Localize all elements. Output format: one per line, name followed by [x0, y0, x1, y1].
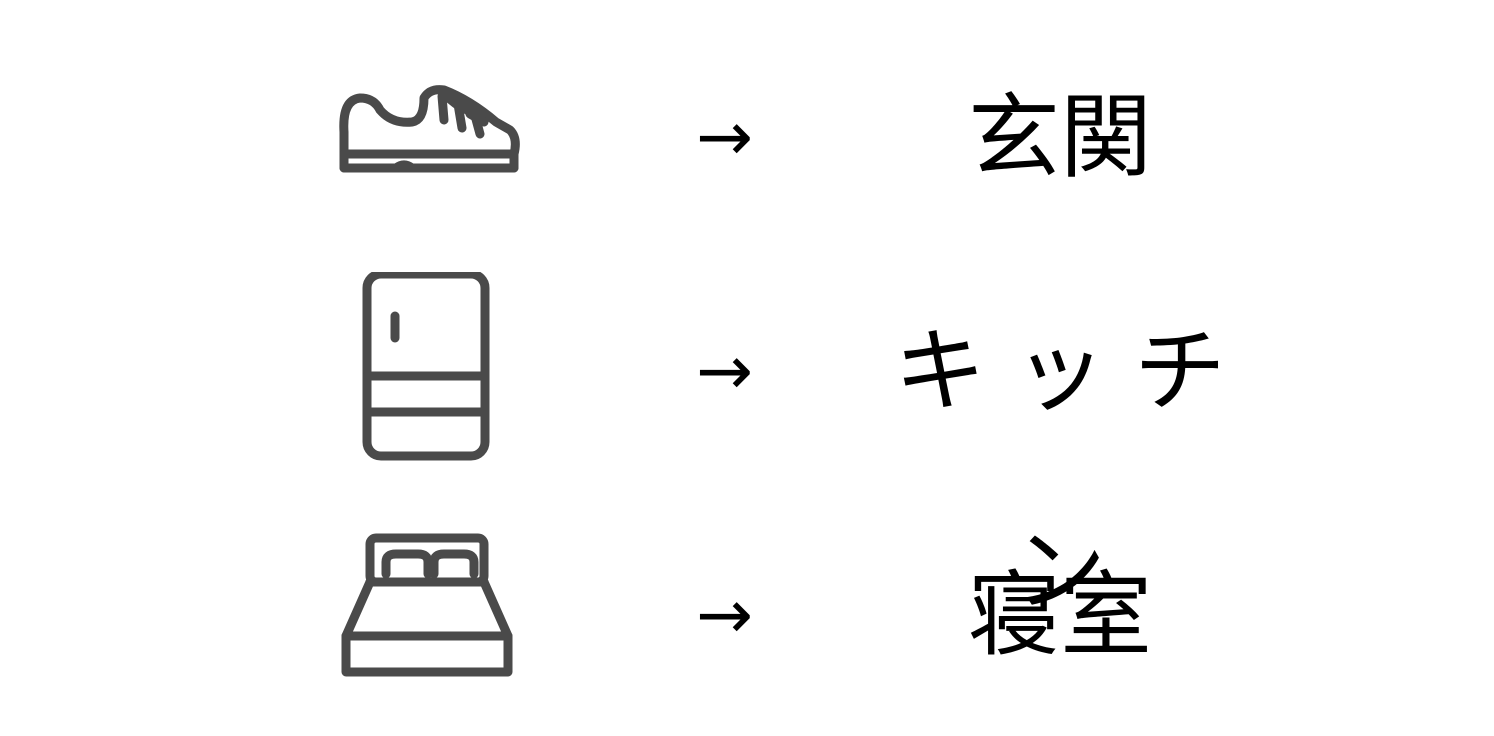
room-label-kitchen: キッチン	[893, 318, 1254, 625]
arrow-right: →	[696, 98, 753, 177]
mapping-row-kitchen: → キッチン	[0, 272, 1494, 625]
arrow-right: →	[696, 576, 753, 655]
bed-icon	[300, 516, 540, 716]
room-label-entrance: 玄関	[967, 84, 1152, 191]
mapping-row-entrance: → 玄関	[0, 38, 1494, 238]
refrigerator-icon	[300, 272, 540, 472]
room-label-bedroom: 寝室	[967, 562, 1152, 669]
arrow-right: →	[696, 332, 753, 411]
shoe-icon	[300, 38, 540, 238]
mapping-row-bedroom: → 寝室	[0, 516, 1494, 716]
